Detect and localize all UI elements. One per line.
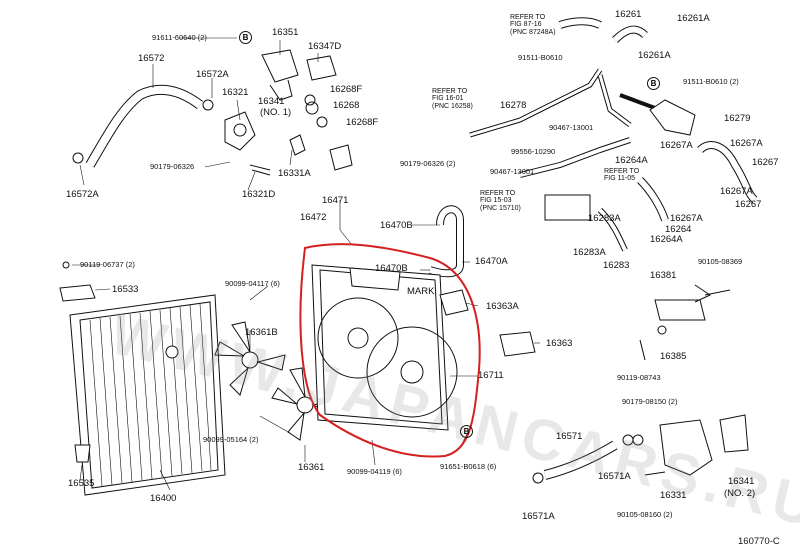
- label-16711: 16711: [478, 370, 504, 381]
- label-16264a-2: 16264A: [650, 234, 683, 245]
- callout-b-3: B: [460, 425, 473, 438]
- hose-16571: [532, 434, 634, 484]
- label-16283a-2: 16283A: [573, 247, 606, 258]
- label-16261: 16261: [615, 9, 642, 20]
- label-90179a: 90179-06326: [150, 162, 195, 171]
- label-16572a: 16572A: [196, 69, 229, 80]
- label-16470a: 16470A: [475, 256, 508, 267]
- label-16283a-1: 16283A: [588, 213, 621, 224]
- label-16331a: 16331A: [278, 168, 311, 179]
- mount-16533: [59, 261, 96, 302]
- label-90105b: 90105-08160 (2): [617, 510, 673, 519]
- diagram-id: 160770-C: [738, 536, 780, 547]
- label-91651: 91651-B0618 (6): [440, 462, 497, 471]
- label-no2: (NO. 2): [724, 488, 756, 499]
- label-16267a-2: 16267A: [730, 138, 763, 149]
- label-16321d: 16321D: [242, 189, 276, 200]
- label-16267-2: 16267: [735, 199, 762, 210]
- label-16279: 16279: [724, 113, 751, 124]
- label-16278: 16278: [500, 100, 527, 111]
- label-16267a-3: 16267A: [720, 186, 753, 197]
- radiator-16400: [69, 294, 226, 496]
- bypass-hoses: [469, 17, 758, 252]
- label-16331: 16331: [660, 490, 687, 501]
- label-90099c: 90099-04119 (6): [347, 467, 402, 476]
- label-16381: 16381: [650, 270, 677, 281]
- callout-b-1: B: [239, 31, 252, 44]
- inlet-16351: [261, 49, 337, 101]
- label-91511: 91511-B0610: [518, 53, 563, 62]
- label-16385: 16385: [660, 351, 687, 362]
- label-90105a: 90105-08369: [698, 257, 743, 266]
- bracket-16381: [639, 284, 731, 361]
- label-16267a-1: 16267A: [660, 140, 693, 151]
- label-90467a: 90467-13001: [549, 123, 594, 132]
- label-16267: 16267: [752, 157, 779, 168]
- housing-16321: [224, 111, 271, 176]
- label-16261a-2: 16261A: [638, 50, 671, 61]
- label-90179b: 90179-06326 (2): [400, 159, 456, 168]
- label-16264a: 16264A: [615, 155, 648, 166]
- label-90119a: 90119-06737 (2): [80, 260, 135, 269]
- label-16268f-1: 16268F: [330, 84, 363, 95]
- label-16341-no2: 16341: [728, 476, 755, 487]
- fan-shroud-16711: [311, 264, 458, 431]
- label-16470b-2: 16470B: [375, 263, 408, 274]
- label-91611: 91611-60640 (2): [152, 33, 207, 42]
- label-16361b: 16361B: [245, 327, 278, 338]
- label-16351: 16351: [272, 27, 299, 38]
- label-16341-no1: 16341: [258, 96, 285, 107]
- label-16571a-2: 16571A: [522, 511, 555, 522]
- reservoir-hose: [428, 205, 464, 278]
- label-16471: 16471: [322, 195, 349, 206]
- ref-87-16: REFER TO FIG 87-16 (PNC 87248A): [510, 14, 556, 36]
- label-16470b: 16470B: [380, 220, 413, 231]
- label-90179c: 90179-08150 (2): [622, 397, 678, 406]
- label-16572a-b: 16572A: [66, 189, 99, 200]
- label-no1: (NO. 1): [260, 107, 292, 118]
- label-91511b: 91511-B0610 (2): [683, 77, 739, 86]
- label-16261a-1: 16261A: [677, 13, 710, 24]
- label-16264: 16264: [665, 224, 692, 235]
- label-90119b: 90119-08743: [617, 373, 661, 382]
- label-16363: 16363: [546, 338, 573, 349]
- label-16572: 16572: [138, 53, 165, 64]
- pump-16331: [632, 414, 749, 476]
- label-16535: 16535: [68, 478, 95, 489]
- label-16571a-1: 16571A: [598, 471, 631, 482]
- label-16321: 16321: [222, 87, 249, 98]
- label-90099a: 90099-04117 (6): [225, 279, 280, 288]
- label-16571: 16571: [556, 431, 583, 442]
- label-16347d: 16347D: [308, 41, 342, 52]
- drain-16535: [74, 444, 91, 463]
- callout-b-2: B: [647, 77, 660, 90]
- label-16283: 16283: [603, 260, 630, 271]
- label-99556: 99556-10290: [511, 147, 556, 156]
- label-16472: 16472: [300, 212, 327, 223]
- label-16267a-4: 16267A: [670, 213, 703, 224]
- label-16361: 16361: [298, 462, 325, 473]
- label-16268f-2: 16268F: [346, 117, 379, 128]
- hose-16572: [72, 84, 214, 168]
- label-16400: 16400: [150, 493, 177, 504]
- motor-16363a: [439, 289, 469, 316]
- label-16533: 16533: [112, 284, 139, 295]
- label-mark: MARK: [407, 286, 435, 297]
- label-90099b: 90099-05164 (2): [203, 435, 259, 444]
- fan-16361b: [214, 321, 286, 396]
- ref-16-01: REFER TO FIG 16-01 (PNC 16258): [432, 88, 473, 110]
- label-16268: 16268: [333, 100, 360, 111]
- label-90467b: 90467-13001: [490, 167, 535, 176]
- label-16363a: 16363A: [486, 301, 519, 312]
- oring-parts: [289, 94, 353, 171]
- motor-16363: [499, 331, 536, 357]
- ref-11-05: REFER TO FIG 11-05: [604, 168, 640, 183]
- ref-15-03: REFER TO FIG 15-03 (PNC 15710): [480, 190, 521, 212]
